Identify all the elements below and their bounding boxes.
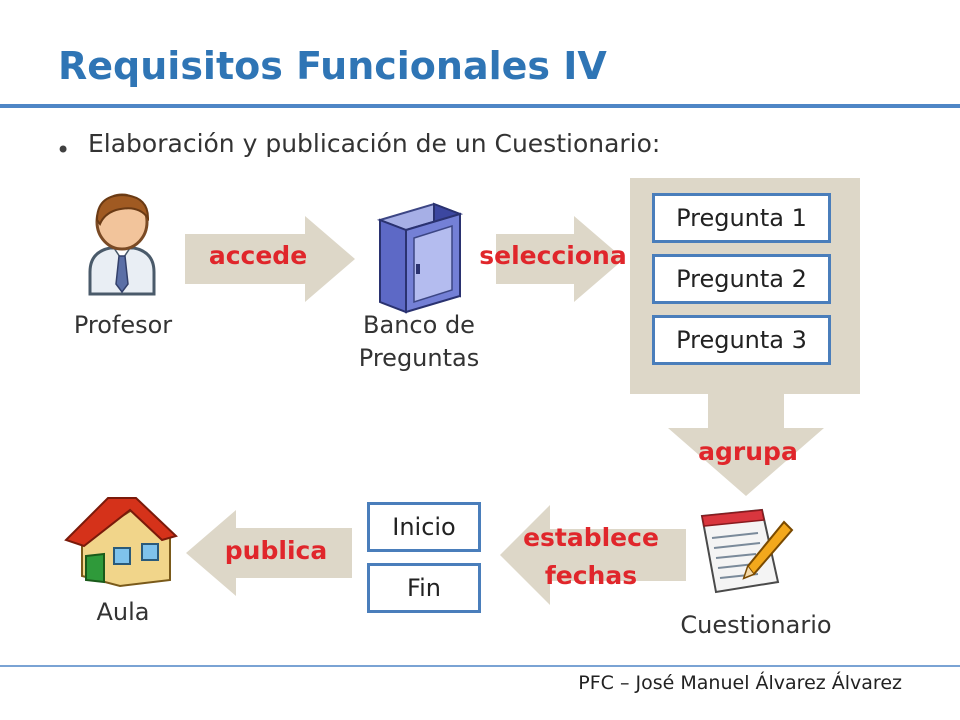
server-icon bbox=[376, 202, 464, 314]
footer-divider bbox=[0, 665, 960, 667]
question-box-3: Pregunta 3 bbox=[652, 315, 831, 365]
label-banco-2: Preguntas bbox=[358, 344, 480, 372]
page-title: Requisitos Funcionales IV bbox=[58, 44, 607, 88]
bullet-marker: • bbox=[56, 136, 71, 164]
label-publica: publica bbox=[224, 536, 328, 565]
title-divider bbox=[0, 104, 960, 108]
arrow-accede bbox=[185, 216, 355, 302]
label-selecciona: selecciona bbox=[479, 241, 627, 270]
arrow-publica bbox=[186, 510, 352, 596]
arrow-establece-fechas bbox=[500, 505, 686, 605]
questionnaire-icon bbox=[700, 508, 794, 594]
teacher-icon bbox=[88, 193, 156, 296]
label-banco-1: Banco de bbox=[363, 311, 475, 339]
date-end-box: Fin bbox=[367, 563, 481, 613]
footer-text: PFC – José Manuel Álvarez Álvarez bbox=[578, 672, 902, 694]
question-box-1: Pregunta 1 bbox=[652, 193, 831, 243]
label-establece: establece bbox=[523, 523, 659, 552]
label-accede: accede bbox=[208, 241, 308, 270]
arrow-selecciona bbox=[496, 216, 624, 302]
question-box-2: Pregunta 2 bbox=[652, 254, 831, 304]
label-profesor: Profesor bbox=[73, 311, 173, 339]
label-aula: Aula bbox=[96, 598, 150, 626]
bullet-text: Elaboración y publicación de un Cuestion… bbox=[88, 129, 661, 158]
label-fechas: fechas bbox=[544, 561, 638, 590]
label-cuestionario: Cuestionario bbox=[680, 611, 832, 639]
house-icon bbox=[64, 497, 178, 588]
date-start-box: Inicio bbox=[367, 502, 481, 552]
arrow-agrupa bbox=[668, 394, 824, 496]
label-agrupa: agrupa bbox=[698, 437, 798, 466]
